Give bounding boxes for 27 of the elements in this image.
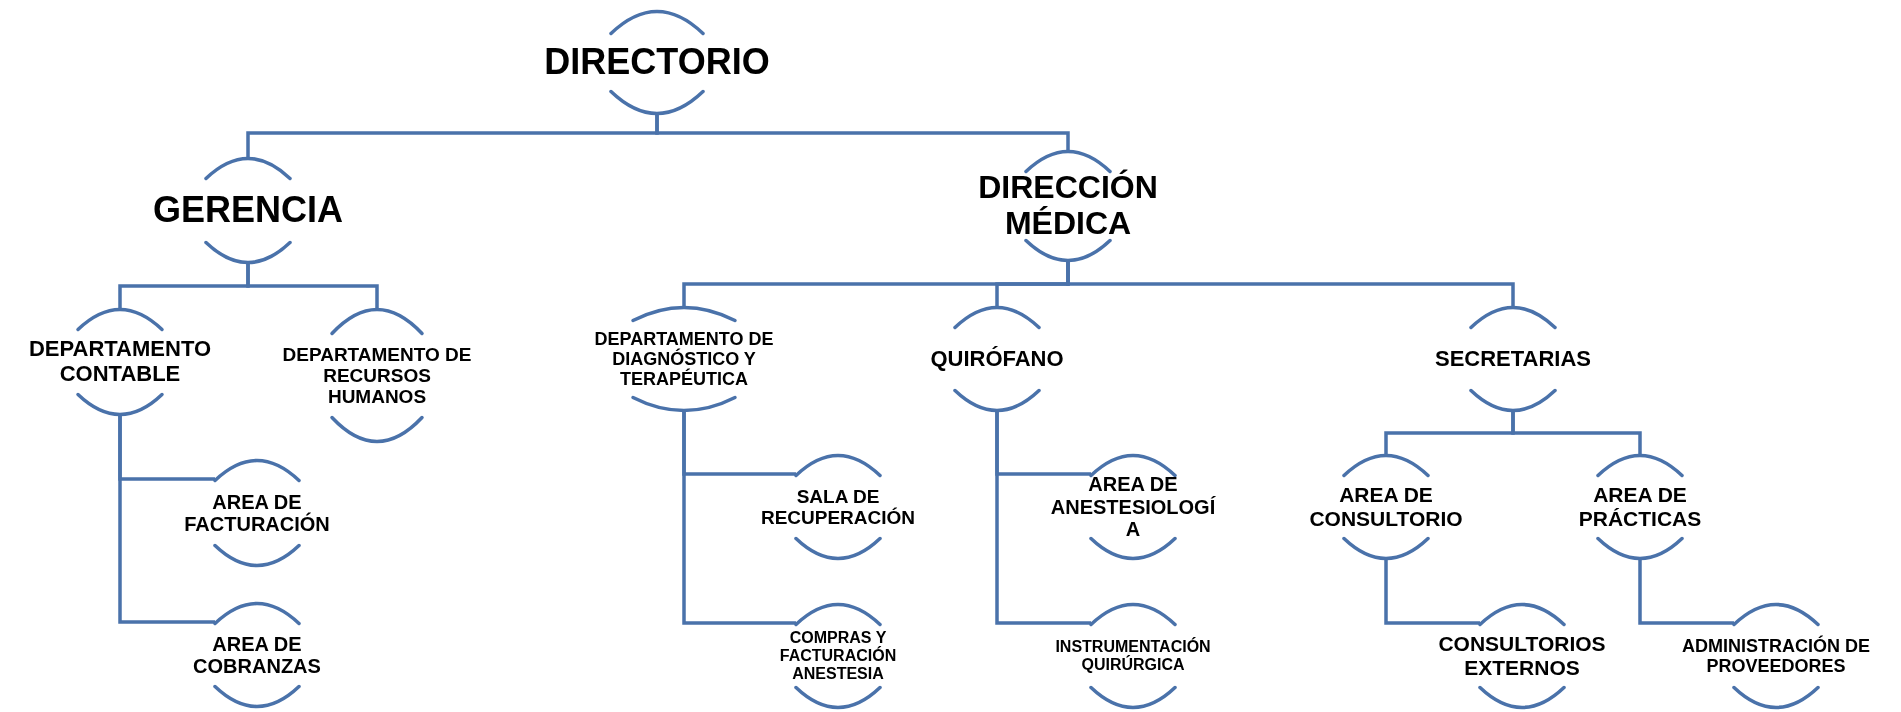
unit-name: ADMINISTRACIÓN DE PROVEEDORES <box>1681 635 1871 677</box>
unit-name: DEPARTAMENTO DE RECURSOS HUMANOS <box>282 343 472 408</box>
connector-line <box>1638 560 1734 625</box>
unit-name: DEPARTAMENTO CONTABLE <box>27 337 213 387</box>
unit-name: SALA DE RECUPERACIÓN <box>759 485 917 529</box>
unit-name: QUIRÓFANO <box>930 346 1064 372</box>
unit-name: GERENCIA <box>153 190 343 231</box>
unit-name: AREA DE FACTURACIÓN <box>183 490 331 536</box>
unit-name: DEPARTAMENTO DE DIAGNÓSTICO Y TERAPÉUTICA <box>593 328 775 390</box>
connector-line <box>655 115 1070 150</box>
connector-line <box>1384 560 1480 625</box>
connector-line <box>1066 262 1515 306</box>
connector-line <box>1511 412 1642 454</box>
unit-name: AREA DE ANESTESIOLOGÍ A <box>1049 473 1217 541</box>
connector-line <box>246 264 379 308</box>
unit-name: DIRECTORIO <box>544 42 770 83</box>
unit-name: INSTRUMENTACIÓN QUIRÚRGICA <box>1054 638 1212 674</box>
unit-name: SECRETARIAS <box>1434 346 1592 372</box>
unit-name: AREA DE CONSULTORIO <box>1308 483 1464 531</box>
unit-name: DIRECCIÓN MÉDICA <box>977 170 1159 242</box>
unit-name: COMPRAS Y FACTURACIÓN ANESTESIA <box>778 629 898 683</box>
connector-line <box>682 412 796 625</box>
unit-name: CONSULTORIOS EXTERNOS <box>1437 632 1607 680</box>
unit-name: AREA DE COBRANZAS <box>192 632 322 678</box>
connector-line <box>118 416 215 624</box>
connector-line <box>995 412 1091 625</box>
unit-name: AREA DE PRÁCTICAS <box>1577 483 1703 531</box>
